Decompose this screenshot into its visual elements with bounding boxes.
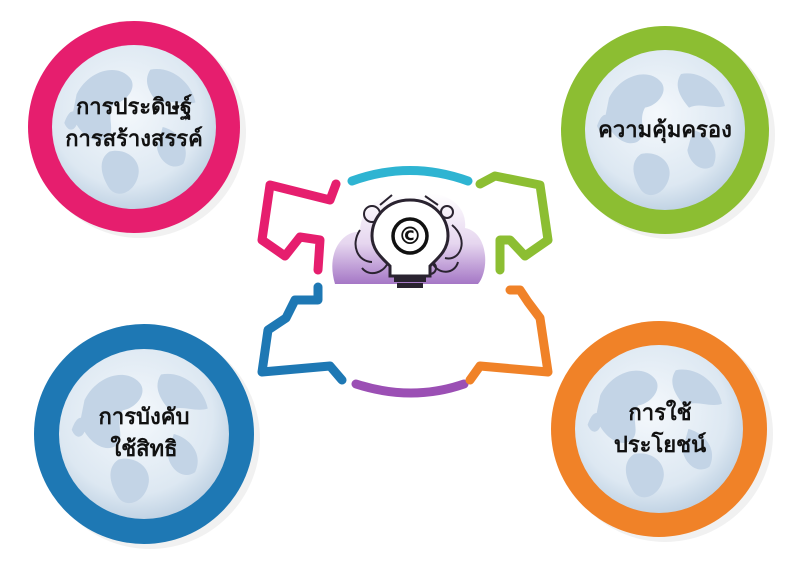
label-invention: การประดิษฐ์ การสร้างสรรค์: [44, 92, 224, 156]
copyright-icon: [391, 217, 429, 255]
ring-arrow-left-lower: [257, 282, 347, 385]
ring-arrow-right-lower: [465, 285, 553, 385]
copyright-lightbulb: ©: [332, 193, 486, 288]
label-utilization: การใช้ ประโยชน์: [580, 398, 740, 462]
node-enforcement: [34, 324, 260, 549]
connector-ring: [257, 166, 553, 398]
bulb-base-1: [394, 276, 426, 282]
node-invention: [28, 21, 246, 238]
label-line: ประโยชน์: [613, 432, 707, 458]
label-protection: ความคุ้มครอง: [570, 115, 760, 147]
ring-arc-top: [347, 166, 473, 186]
bulb-base-2: [397, 283, 423, 288]
ring-arc-bottom: [351, 379, 469, 398]
ring-arrow-left-upper: [257, 179, 341, 275]
label-line: ความคุ้มครอง: [598, 118, 732, 143]
label-line: การประดิษฐ์: [75, 95, 192, 120]
copyright-symbol: ©: [398, 222, 422, 250]
node-protection: [561, 26, 775, 239]
ring-arrow-right-upper: [475, 171, 553, 275]
label-line: การใช้: [628, 401, 692, 426]
label-line: การบังคับ: [98, 405, 190, 430]
node-utilization: [551, 321, 773, 542]
label-enforcement: การบังคับ ใช้สิทธิ: [64, 402, 224, 466]
label-line: ใช้สิทธิ: [110, 436, 178, 462]
label-line: การสร้างสรรค์: [65, 126, 203, 152]
